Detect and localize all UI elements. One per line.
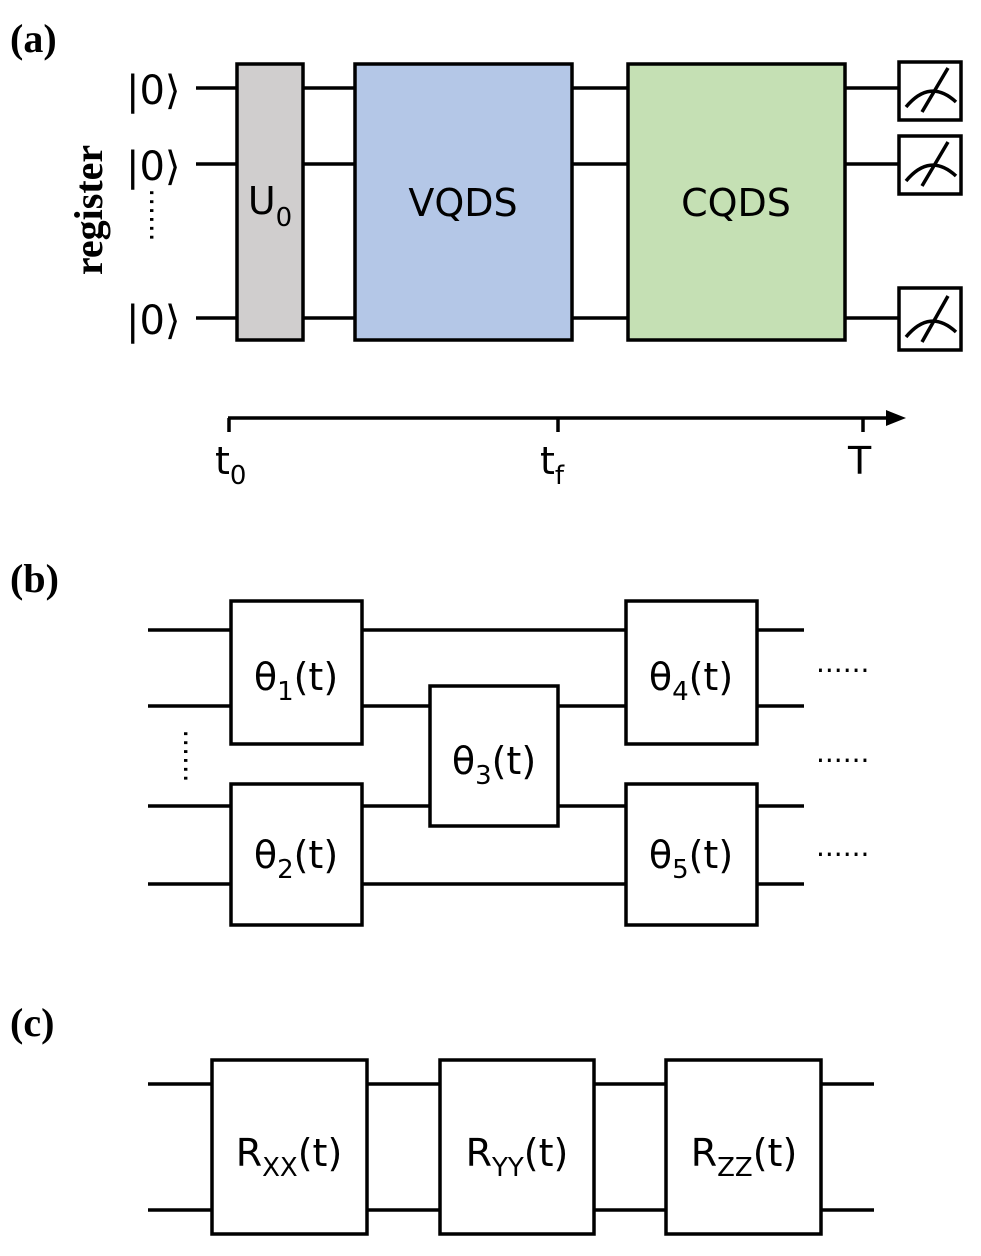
svg-text:θ3(t): θ3(t) — [452, 739, 536, 791]
panel-b-label: (b) — [10, 556, 59, 601]
panel-c-label: (c) — [10, 1000, 54, 1045]
u0-label: U0 — [248, 179, 292, 233]
cqds-box — [626, 62, 847, 342]
svg-text:RYY(t): RYY(t) — [466, 1131, 569, 1183]
ryy-gate: RYY(t) — [438, 1058, 596, 1236]
cqds-block: CQDS — [626, 62, 847, 342]
vqds-label: VQDS — [408, 181, 517, 225]
panel-a-label: (a) — [10, 16, 57, 61]
vqds-box — [353, 62, 574, 342]
time-axis — [227, 410, 906, 432]
ellipsis-row-1: ...... — [816, 646, 869, 679]
ellipsis-row-2: ...... — [816, 736, 869, 769]
meter-icon-2 — [897, 134, 963, 196]
vqds-block: VQDS — [353, 62, 574, 342]
ellipsis-row-3: ...... — [816, 830, 869, 863]
cqds-label: CQDS — [681, 181, 791, 225]
svg-text:RZZ(t): RZZ(t) — [691, 1131, 798, 1183]
theta-3-gate: θ3(t) — [428, 684, 560, 828]
svg-text:θ1(t): θ1(t) — [254, 655, 338, 707]
panel-b-vertical-ellipsis: ...... — [177, 729, 210, 782]
ket-zero-3: |0⟩ — [126, 298, 181, 344]
svg-text:θ2(t): θ2(t) — [254, 833, 338, 885]
ket-zero-2: |0⟩ — [126, 144, 181, 190]
ket-zero-1: |0⟩ — [126, 68, 181, 114]
rxx-gate: RXX(t) — [210, 1058, 369, 1236]
tf-label: tf — [540, 439, 565, 491]
theta-4-gate: θ4(t) — [624, 599, 759, 746]
register-vertical-ellipsis: ...... — [143, 188, 176, 241]
svg-text:θ4(t): θ4(t) — [649, 655, 733, 707]
t0-label: t0 — [215, 439, 246, 491]
T-label: T — [847, 439, 872, 483]
meter-icon-1 — [897, 60, 963, 122]
time-axis-arrow — [886, 410, 906, 426]
theta-2-gate: θ2(t) — [229, 782, 364, 927]
u0-box — [235, 62, 305, 342]
theta-5-gate: θ5(t) — [624, 782, 759, 927]
meter-icon-3 — [897, 286, 963, 352]
svg-text:RXX(t): RXX(t) — [236, 1131, 343, 1183]
register-label: register — [66, 145, 111, 275]
u0-gate: U0 — [235, 62, 305, 342]
svg-text:θ5(t): θ5(t) — [649, 833, 733, 885]
theta-1-gate: θ1(t) — [229, 599, 364, 746]
rzz-gate: RZZ(t) — [664, 1058, 823, 1236]
